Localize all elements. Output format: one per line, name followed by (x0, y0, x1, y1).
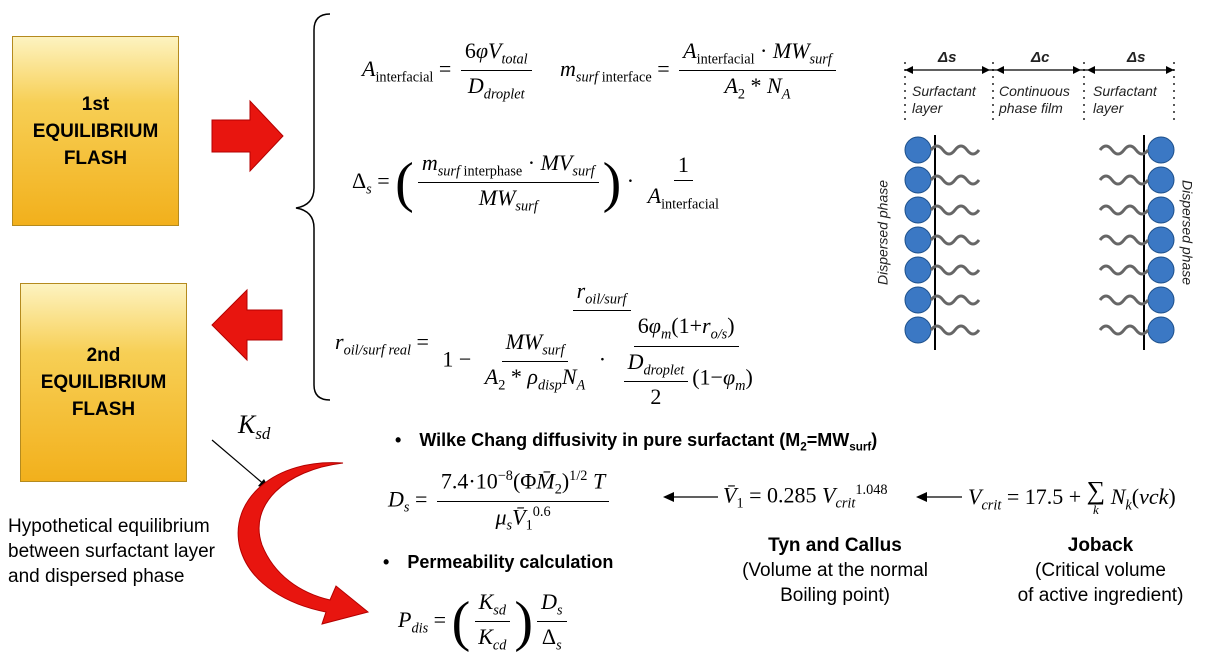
surfactant-molecules (904, 136, 1175, 344)
surfactant-head-left (904, 316, 932, 344)
left-arrow-icon (211, 288, 283, 362)
eq-critical-volume: Vcrit = 17.5 + ∑k Nk(vck) (968, 476, 1176, 518)
surfactant-tail-right (1098, 144, 1150, 156)
tyn-callus-label: Tyn and Callus (Volume at the normal Boi… (715, 533, 955, 608)
continuous-phase-label: Continuous phase film (999, 83, 1070, 116)
delta-s-right-label: Δs (1127, 49, 1146, 66)
wilke-chang-bullet: •Wilke Chang diffusivity in pure surfact… (395, 430, 878, 454)
arrow-vbar-vcrit-head-icon (916, 492, 927, 502)
surfactant-tail-left (929, 294, 981, 306)
surfactant-layer-right-label: Surfactant layer (1093, 83, 1157, 116)
tyn-callus-title: Tyn and Callus (768, 535, 902, 556)
second-box-line3: FLASH (71, 399, 136, 420)
surfactant-head-right (1147, 316, 1175, 344)
surfactant-head-left (904, 286, 932, 314)
surfactant-tail-right (1098, 294, 1150, 306)
surfactant-head-right (1147, 256, 1175, 284)
surfactant-head-right (1147, 166, 1175, 194)
ksd-arrow-line (211, 439, 267, 487)
joback-title: Joback (1067, 535, 1134, 556)
permeability-bullet: •Permeability calculation (383, 552, 614, 572)
surfactant-head-left (904, 256, 932, 284)
curly-brace-icon (295, 13, 331, 401)
surfactant-head-right (1147, 136, 1175, 164)
surfactant-head-right (1147, 226, 1175, 254)
arrow-ds-vbar-head-icon (663, 492, 674, 502)
first-equilibrium-flash-box: 1st EQUILIBRIUM FLASH (12, 36, 179, 226)
surfactant-tail-left (929, 264, 981, 276)
surfactant-tail-left (929, 204, 981, 216)
surfactant-tail-right (1098, 324, 1150, 336)
right-arrow-icon (211, 99, 284, 173)
surfactant-tail-right (1098, 204, 1150, 216)
hypothetical-equilibrium-text: Hypothetical equilibrium between surfact… (8, 516, 216, 587)
surfactant-tail-left (929, 324, 981, 336)
surfactant-tail-left (929, 144, 981, 156)
surfactant-head-left (904, 196, 932, 224)
delta-c-label: Δc (1031, 49, 1050, 66)
surfactant-tail-right (1098, 264, 1150, 276)
surfactant-head-left (904, 136, 932, 164)
surfactant-head-right (1147, 286, 1175, 314)
surfactant-head-left (904, 166, 932, 194)
surfactant-head-left (904, 226, 932, 254)
curved-red-arrow-icon (237, 462, 370, 625)
second-equilibrium-flash-box: 2nd EQUILIBRIUM FLASH (20, 283, 187, 482)
first-box-line1: 1st (81, 93, 110, 115)
surfactant-tail-right (1098, 174, 1150, 186)
first-box-line2: EQUILIBRIUM (32, 120, 159, 142)
surfactant-tail-left (929, 234, 981, 246)
delta-s-left-label: Δs (938, 49, 957, 66)
eq-molar-volume: V̄1 = 0.285 Vcrit1.048 (723, 482, 888, 512)
surfactant-tail-right (1098, 234, 1150, 246)
second-box-line2: EQUILIBRIUM (40, 372, 167, 393)
surfactant-head-right (1147, 196, 1175, 224)
ksd-label: Ksd (238, 410, 271, 444)
surfactant-layer-left-label: Surfactant layer (912, 83, 976, 116)
second-box-line1: 2nd (86, 345, 121, 366)
surfactant-tail-left (929, 174, 981, 186)
first-box-line3: FLASH (63, 147, 128, 169)
joback-label: Joback (Critical volume of active ingred… (988, 533, 1213, 608)
